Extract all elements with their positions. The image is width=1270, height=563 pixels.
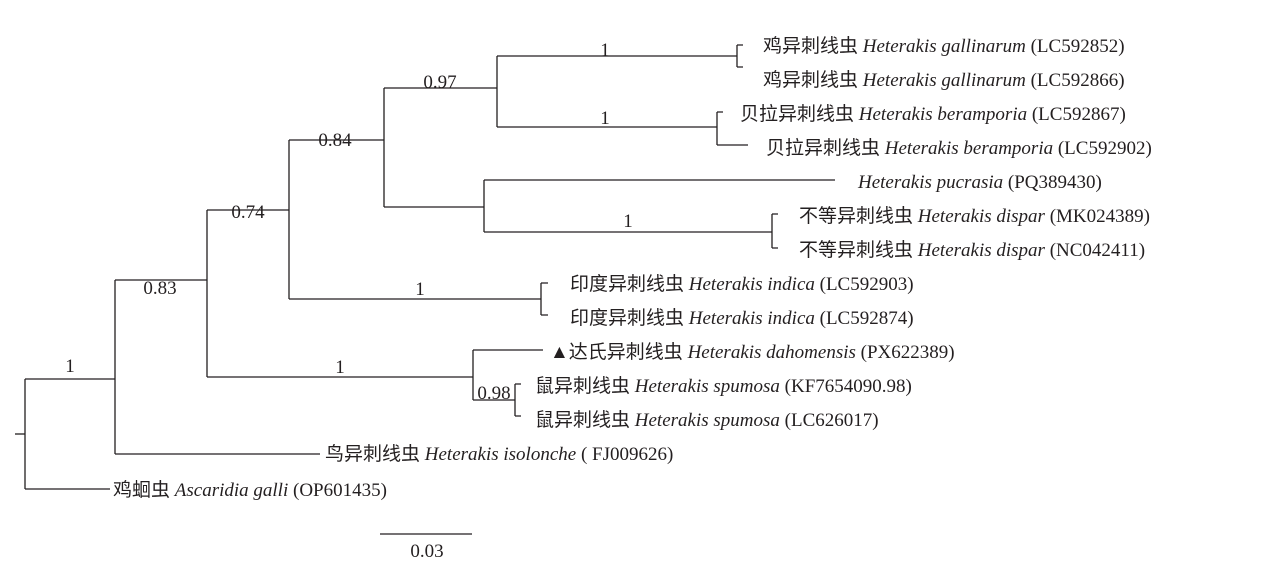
scientific-name: Heterakis spumosa (630, 376, 780, 397)
taxon-label: 不等异刺线虫 Heterakis dispar (MK024389) (799, 205, 1150, 227)
taxon-label: 印度异刺线虫 Heterakis indica (LC592903) (570, 273, 914, 295)
taxon-label: 鸟异刺线虫 Heterakis isolonche ( FJ009626) (325, 443, 673, 465)
accession-number: (MK024389) (1045, 206, 1150, 227)
scientific-name: Heterakis dispar (913, 240, 1046, 261)
support-value: 1 (600, 40, 610, 61)
accession-number: (LC592867) (1027, 104, 1126, 125)
chinese-name: 不等异刺线虫 (799, 239, 913, 261)
chinese-name: 鼠异刺线虫 (535, 375, 630, 397)
support-value: 1 (335, 357, 345, 378)
accession-number: (LC592866) (1026, 70, 1125, 91)
accession-number: (NC042411) (1045, 240, 1145, 261)
scientific-name: Heterakis isolonche (420, 444, 576, 465)
chinese-name: ▲达氏异刺线虫 (550, 341, 683, 363)
support-value: 0.84 (318, 130, 352, 151)
scientific-name: Heterakis dahomensis (683, 342, 856, 363)
tree-branch (540, 282, 548, 316)
accession-number: (OP601435) (288, 480, 387, 501)
scientific-name: Heterakis beramporia (880, 138, 1053, 159)
accession-number: (LC592852) (1026, 36, 1125, 57)
accession-number: (KF7654090.98) (780, 376, 912, 397)
taxon-label: 鸡蛔虫 Ascaridia galli (OP601435) (113, 479, 387, 501)
taxon-label: 印度异刺线虫 Heterakis indica (LC592874) (570, 307, 914, 329)
tree-branch (736, 44, 743, 68)
taxon-label: 鸡异刺线虫 Heterakis gallinarum (LC592852) (763, 35, 1125, 57)
accession-number: (LC626017) (780, 410, 879, 431)
accession-number: (LC592902) (1053, 138, 1152, 159)
support-value: 1 (415, 279, 425, 300)
scientific-name: Heterakis gallinarum (858, 70, 1026, 91)
chinese-name: 鸡蛔虫 (113, 479, 170, 501)
accession-number: ( FJ009626) (576, 444, 673, 465)
chinese-name: 贝拉异刺线虫 (766, 137, 880, 159)
tree-branch (514, 383, 521, 417)
accession-number: (PQ389430) (1003, 172, 1102, 193)
chinese-name: 鸡异刺线虫 (763, 69, 858, 91)
scale-bar-label: 0.03 (410, 541, 443, 562)
support-value: 0.83 (143, 278, 176, 299)
scientific-name: Heterakis indica (684, 274, 815, 295)
scientific-name: Heterakis indica (684, 308, 815, 329)
support-value: 1 (623, 211, 633, 232)
support-value: 1 (65, 356, 75, 377)
taxon-label: 贝拉异刺线虫 Heterakis beramporia (LC592867) (740, 103, 1126, 125)
support-value: 0.97 (423, 72, 456, 93)
taxon-label: 鸡异刺线虫 Heterakis gallinarum (LC592866) (763, 69, 1125, 91)
taxon-label: 不等异刺线虫 Heterakis dispar (NC042411) (799, 239, 1145, 261)
taxon-label: ▲达氏异刺线虫 Heterakis dahomensis (PX622389) (550, 341, 955, 363)
support-value: 0.98 (477, 383, 510, 404)
chinese-name: 贝拉异刺线虫 (740, 103, 854, 125)
chinese-name: 印度异刺线虫 (570, 307, 684, 329)
scientific-name: Heterakis pucrasia (857, 172, 1003, 193)
taxon-label: 鼠异刺线虫 Heterakis spumosa (KF7654090.98) (535, 375, 912, 397)
support-value: 1 (600, 108, 610, 129)
scientific-name: Heterakis beramporia (854, 104, 1027, 125)
chinese-name: 不等异刺线虫 (799, 205, 913, 227)
scientific-name: Ascaridia galli (170, 480, 288, 501)
taxon-label: Heterakis pucrasia (PQ389430) (857, 172, 1102, 193)
support-value: 0.74 (231, 202, 265, 223)
accession-number: (PX622389) (856, 342, 955, 363)
tree-branch (716, 111, 748, 146)
tree-branch (771, 213, 778, 249)
chinese-name: 鸟异刺线虫 (325, 443, 420, 465)
chinese-name: 鸡异刺线虫 (763, 35, 858, 57)
chinese-name: 印度异刺线虫 (570, 273, 684, 295)
taxon-label: 贝拉异刺线虫 Heterakis beramporia (LC592902) (766, 137, 1152, 159)
taxon-label: 鼠异刺线虫 Heterakis spumosa (LC626017) (535, 409, 879, 431)
accession-number: (LC592903) (815, 274, 914, 295)
scientific-name: Heterakis dispar (913, 206, 1046, 227)
chinese-name: 鼠异刺线虫 (535, 409, 630, 431)
accession-number: (LC592874) (815, 308, 914, 329)
scientific-name: Heterakis spumosa (630, 410, 780, 431)
scientific-name: Heterakis gallinarum (858, 36, 1026, 57)
